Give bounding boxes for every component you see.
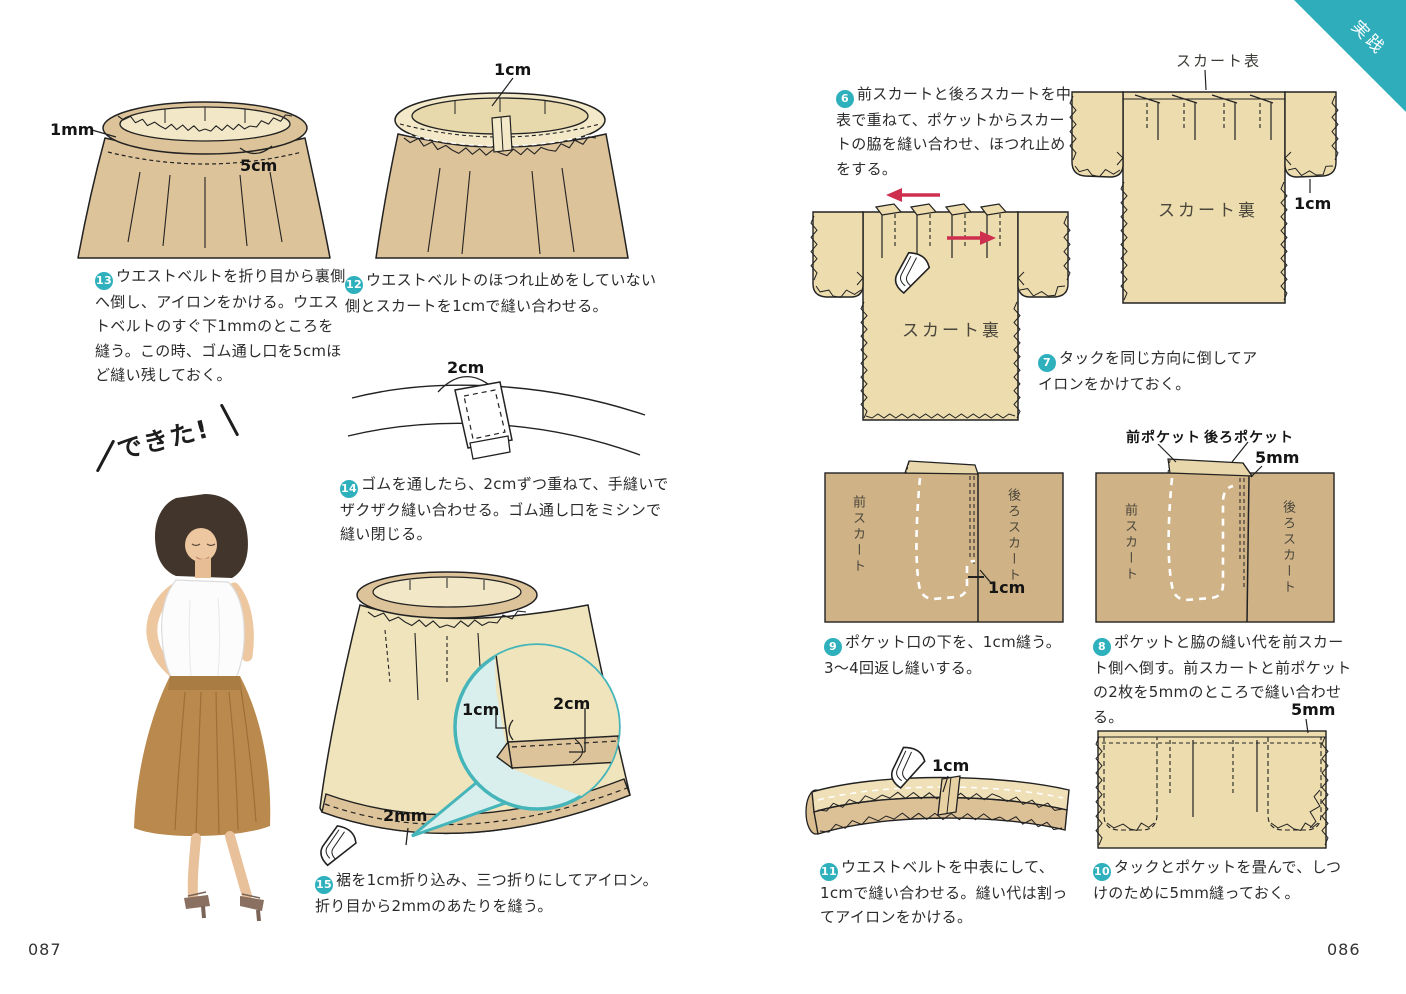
step-number-badge: 8 bbox=[1093, 637, 1111, 656]
iron-icon bbox=[311, 820, 360, 867]
dekita-slash-left bbox=[95, 439, 116, 473]
part-label-back-skirt-2: 後ろスカート bbox=[1280, 500, 1295, 596]
diagram-front-piece-pressed bbox=[810, 188, 1071, 421]
part-label-front-pocket: 前ポケット bbox=[1126, 430, 1201, 446]
diagram-waistband-attached-skirt bbox=[375, 77, 629, 259]
step-number-badge: 15 bbox=[315, 875, 333, 894]
step-text: タックを同じ方向に倒してアイロンをかけておく。 bbox=[1038, 349, 1258, 393]
measurement-label-2mm-hem: 2mm bbox=[383, 806, 428, 825]
measurement-label-1cm-waistband: 1cm bbox=[494, 60, 532, 79]
step-text: ウエストベルトのほつれ止めをしていない側とスカートを1cmで縫い合わせる。 bbox=[345, 271, 657, 315]
measurement-label-5mm-baste: 5mm bbox=[1291, 700, 1336, 719]
step-number-badge: 14 bbox=[340, 479, 358, 498]
page-number-left: 087 bbox=[28, 940, 62, 959]
measurement-label-2cm-elastic: 2cm bbox=[447, 358, 485, 377]
part-label-back-skirt: 後ろスカート bbox=[1005, 488, 1020, 584]
part-label-skirt-back-side-2: スカート裏 bbox=[902, 321, 1002, 341]
step-text: 前スカートと後ろスカートを中表で重ねて、ポケットからスカートの脇を縫い合わせ、ほ… bbox=[836, 85, 1072, 178]
step-text: ウエストベルトを折り目から裏側へ倒し、アイロンをかける。ウエストベルトのすぐ下1… bbox=[95, 267, 346, 384]
step-number-badge: 10 bbox=[1093, 862, 1111, 881]
hem-detail-magnified bbox=[493, 645, 619, 809]
diagram-waistband-pressed-skirt bbox=[77, 101, 331, 259]
step-number-badge: 11 bbox=[820, 862, 838, 881]
step-text: ゴムを通したら、2cmずつ重ねて、手縫いでザクザク縫い合わせる。ゴム通し口をミシ… bbox=[340, 475, 669, 544]
measurement-label-1mm: 1mm bbox=[50, 120, 95, 139]
part-label-front-skirt-2: 前スカート bbox=[1122, 503, 1137, 583]
measurement-label-5cm: 5cm bbox=[240, 156, 278, 175]
measurement-label-1cm-belt: 1cm bbox=[932, 756, 970, 775]
measurement-label-2cm-hem: 2cm bbox=[553, 694, 591, 713]
practice-corner-banner bbox=[1294, 0, 1406, 112]
step-text: タックとポケットを畳んで、しつけのために5mm縫っておく。 bbox=[1093, 858, 1342, 902]
part-label-front-skirt: 前スカート bbox=[850, 495, 865, 575]
measurement-label-1cm-pocket: 1cm bbox=[988, 578, 1026, 597]
step-text: ウエストベルトを中表にして、1cmで縫い合わせる。縫い代は割ってアイロンをかける… bbox=[820, 858, 1068, 927]
measurement-label-1cm-side: 1cm bbox=[1294, 194, 1332, 213]
press-direction-arrows bbox=[886, 188, 996, 245]
step-text: ポケットと脇の縫い代を前スカート側へ倒す。前スカートと前ポケットの2枚を5mmの… bbox=[1093, 633, 1352, 726]
step-number-badge: 7 bbox=[1038, 353, 1056, 372]
step-number-badge: 13 bbox=[95, 271, 113, 290]
iron-icon bbox=[881, 741, 928, 789]
page-number-right: 086 bbox=[1327, 940, 1361, 959]
dekita-callout: できた! bbox=[114, 413, 213, 465]
model-photo bbox=[134, 494, 271, 922]
step-text: ポケット口の下を、1cm縫う。3〜4回返し縫いする。 bbox=[824, 633, 1062, 677]
diagram-elastic-overlap bbox=[347, 376, 646, 460]
part-label-back-pocket: 後ろポケット bbox=[1204, 430, 1294, 446]
step-number-badge: 6 bbox=[836, 89, 854, 108]
diagram-basted-tucks-pockets bbox=[1095, 718, 1329, 849]
part-label-skirt-front-side: スカート表 bbox=[1176, 52, 1262, 70]
step-number-badge: 9 bbox=[824, 637, 842, 656]
iron-icon bbox=[885, 246, 933, 295]
dekita-slash-right bbox=[219, 403, 240, 437]
measurement-label-5mm-pocket: 5mm bbox=[1255, 448, 1300, 467]
part-label-skirt-back-side: スカート裏 bbox=[1158, 201, 1258, 221]
step-number-badge: 12 bbox=[345, 275, 363, 294]
measurement-label-1cm-hem: 1cm bbox=[462, 700, 500, 719]
step-text: 裾を1cm折り込み、三つ折りにしてアイロン。折り目から2mmのあたりを縫う。 bbox=[315, 871, 658, 915]
